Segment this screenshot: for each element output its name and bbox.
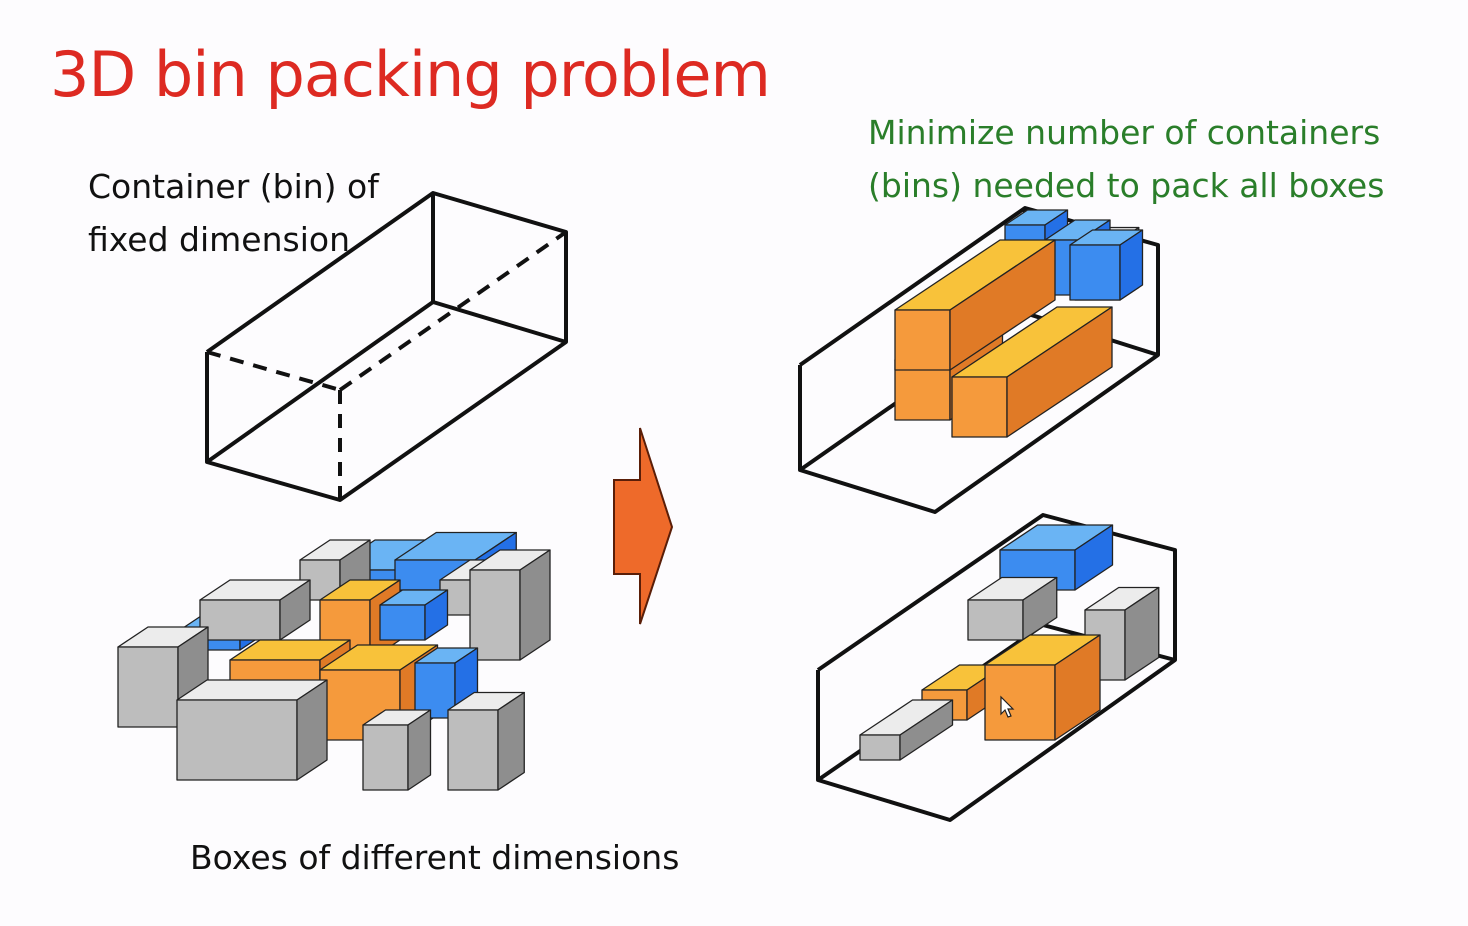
box-front-face: [967, 599, 1024, 641]
box-front-face: [1069, 244, 1121, 301]
mouse-cursor-icon: [1000, 695, 1015, 718]
box-side-face: [899, 699, 954, 761]
goal-label-line-1: Minimize number of containers: [868, 113, 1381, 152]
scatter-box: [447, 691, 525, 791]
bin2-box: [859, 699, 954, 761]
packed-bin-1: [798, 206, 1160, 514]
boxes-label: Boxes of different dimensions: [190, 838, 680, 877]
box-side-face: [296, 679, 328, 781]
bin2-box: [984, 634, 1101, 741]
box-front-face: [951, 376, 1008, 438]
goal-label-line-2: (bins) needed to pack all boxes: [868, 166, 1385, 205]
packed-bin-2: [816, 513, 1177, 822]
box-side-face: [1022, 576, 1058, 641]
box-side-face: [519, 549, 551, 661]
box-front-face: [379, 604, 426, 641]
box-front-face: [199, 599, 281, 641]
slide-title: 3D bin packing problem: [50, 38, 771, 111]
box-side-face: [497, 691, 525, 791]
goal-label: Minimize number of containers (bins) nee…: [868, 106, 1384, 212]
container-label-line-1: Container (bin) of: [88, 167, 379, 206]
box-side-face: [279, 579, 311, 641]
box-front-face: [447, 709, 499, 791]
empty-container-wireframe: [205, 191, 568, 502]
scatter-box: [176, 679, 328, 781]
box-side-face: [949, 239, 1056, 371]
box-side-face: [1074, 524, 1114, 591]
bin1-box: [1069, 229, 1144, 301]
box-front-face: [117, 646, 179, 728]
scatter-box: [379, 589, 449, 641]
scatter-box: [362, 709, 432, 791]
bin1-box: [894, 239, 1056, 371]
box-side-face: [424, 589, 449, 641]
container-label: Container (bin) of fixed dimension: [88, 160, 379, 266]
scatter-box: [199, 579, 311, 641]
box-front-face: [894, 309, 951, 371]
box-front-face: [469, 569, 521, 661]
box-side-face: [1124, 586, 1160, 681]
container-label-line-2: fixed dimension: [88, 220, 350, 259]
box-side-face: [1119, 229, 1144, 301]
boxes-scatter-group: [117, 531, 551, 791]
box-front-face: [176, 699, 298, 781]
arrow-icon: [613, 427, 674, 625]
box-front-face: [859, 734, 901, 761]
bin1-box: [951, 306, 1113, 438]
box-front-face: [984, 664, 1056, 741]
bin2-box: [967, 576, 1058, 641]
box-side-face: [1006, 306, 1113, 438]
box-front-face: [362, 724, 409, 791]
scatter-box: [469, 549, 551, 661]
box-side-face: [407, 709, 432, 791]
box-side-face: [1054, 634, 1101, 741]
